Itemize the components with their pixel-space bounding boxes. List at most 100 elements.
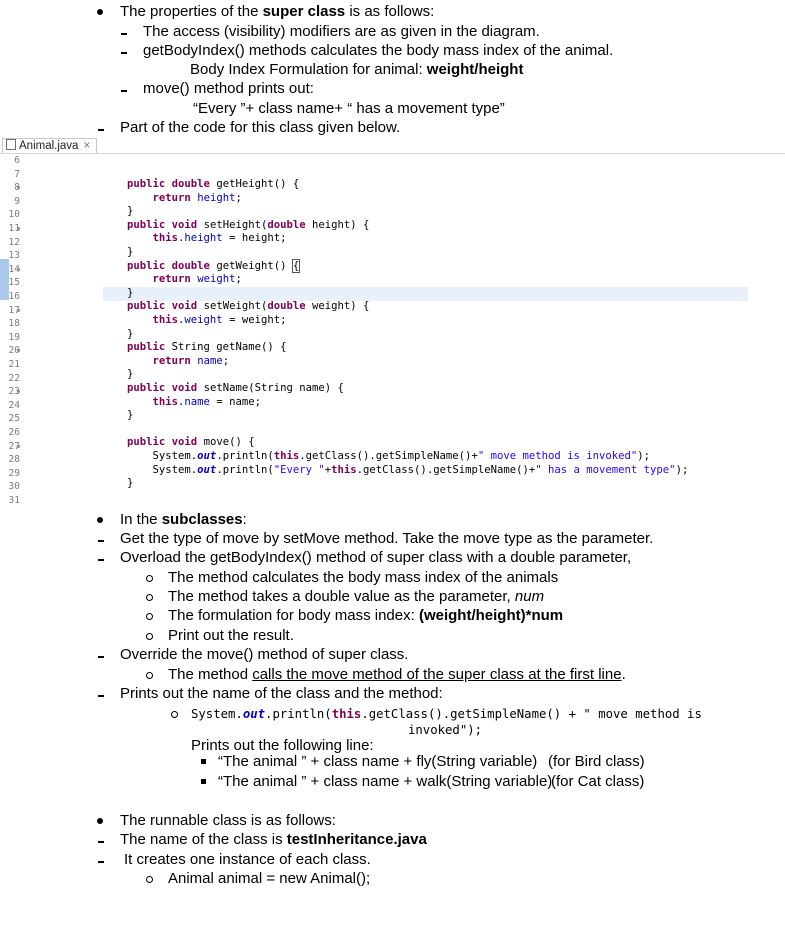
formulation-text: The formulation for body mass index: (we… [168, 607, 564, 624]
class-name-text: The name of the class is testInheritance… [120, 831, 427, 848]
dash-icon [98, 129, 104, 131]
code-line: return weight; [152, 273, 242, 286]
dash-icon [98, 559, 104, 561]
circle-bullet-icon [146, 672, 153, 679]
parameter-text: The method takes a double value as the p… [168, 588, 545, 605]
access-modifiers-text: The access (visibility) modifiers are as… [143, 23, 540, 40]
code-line: public double getHeight() { [127, 178, 300, 190]
editor-tab[interactable]: Animal.java× [2, 138, 98, 154]
getbodyindex-text: getBodyIndex() methods calculates the bo… [143, 42, 614, 59]
current-line-highlight [103, 287, 748, 301]
code-line: this.name = name; [152, 395, 261, 408]
line-number: 17 [8, 304, 20, 316]
code-intro-text: Part of the code for this class given be… [120, 119, 401, 136]
bird-line: “The animal ” + class name + fly(String … [218, 753, 538, 770]
circle-bullet-icon [171, 711, 178, 718]
line-number: 7 [14, 168, 20, 180]
line-number: 16 [8, 291, 20, 302]
code-line: } [127, 368, 134, 381]
line-number: 14 [8, 263, 20, 275]
line-number: 19 [8, 331, 20, 343]
prints-name-text: Prints out the name of the class and the… [120, 685, 443, 702]
calculates-text: The method calculates the body mass inde… [168, 569, 559, 586]
line-number: 10 [8, 209, 20, 221]
line-number: 28 [8, 454, 20, 466]
code-line: public void setWeight(double weight) { [127, 300, 370, 313]
dash-icon [98, 861, 104, 863]
line-number: 26 [8, 427, 20, 438]
bird-note: (for Bird class) [548, 753, 645, 770]
fold-marker-icon[interactable] [17, 267, 20, 271]
code-line: public String getName() { [127, 341, 287, 354]
line-number: 25 [8, 413, 20, 425]
code-line: } [127, 286, 134, 299]
code-line: System.out.println("Every "+this.getClas… [127, 463, 689, 476]
line-number: 6 [14, 155, 20, 166]
code-line: } [127, 409, 134, 422]
dash-icon [121, 90, 127, 92]
line-number: 30 [8, 481, 20, 493]
code-line: public double getWeight() { [127, 258, 301, 273]
animal-instance-text: Animal animal = new Animal(); [168, 870, 371, 887]
code-line: this.height = height; [152, 232, 287, 245]
fold-marker-icon[interactable] [17, 349, 20, 353]
bullet-icon [97, 517, 103, 523]
line-number: 11 [8, 223, 20, 234]
fold-marker-icon[interactable] [17, 308, 20, 312]
dash-icon [98, 656, 104, 658]
instances-text: It creates one instance of each class. [124, 851, 371, 868]
circle-bullet-icon [146, 876, 153, 883]
line-number: 21 [8, 359, 20, 370]
prints-following-label: Prints out the following line: [191, 737, 374, 754]
square-bullet-icon [201, 759, 206, 764]
code-line: public void setHeight(double height) { [127, 218, 370, 231]
code-line: } [127, 246, 134, 258]
line-number: 20 [8, 345, 20, 357]
line-number: 31 [8, 495, 20, 506]
move-method-text: move() method prints out: [143, 80, 314, 97]
circle-bullet-icon [146, 575, 153, 582]
line-number-gutter: 6789101112131415161718192021222324252627… [0, 154, 22, 508]
dash-icon [98, 841, 104, 843]
dash-icon [121, 52, 127, 54]
setmove-text: Get the type of move by setMove method. … [120, 530, 654, 547]
code-line: return name; [152, 354, 230, 367]
code-line: return height; [152, 191, 242, 204]
code-line: } [127, 205, 134, 218]
override-text: Override the move() method of super clas… [120, 646, 409, 663]
fold-marker-icon[interactable] [17, 227, 20, 230]
fold-marker-icon[interactable] [17, 186, 20, 190]
fold-marker-icon[interactable] [17, 444, 20, 448]
code-line: } [127, 477, 134, 490]
line-number: 24 [8, 399, 20, 411]
dash-icon [121, 33, 127, 35]
code-line: this.weight = weight; [152, 314, 287, 326]
cat-note: (for Cat class) [551, 773, 645, 790]
code-line: System.out.println(this.getClass().getSi… [127, 450, 651, 462]
line-number: 15 [8, 277, 20, 289]
overload-text: Overload the getBodyIndex() method of su… [120, 549, 632, 566]
subclasses-heading: In the subclasses: [120, 511, 247, 528]
code-editor: Animal.java× 678910111213141516171819202… [0, 138, 785, 508]
code-line: public void setName(String name) { [127, 382, 344, 394]
selection-marker [0, 259, 9, 300]
fold-marker-icon[interactable] [17, 390, 20, 394]
runnable-heading: The runnable class is as follows: [120, 812, 336, 829]
move-quote: “Every ”+ class name+ “ has a movement t… [193, 100, 505, 117]
java-file-icon [6, 139, 16, 150]
circle-bullet-icon [146, 633, 153, 640]
close-icon[interactable]: × [83, 140, 91, 152]
println-code: System.out.println(this.getClass().getSi… [191, 707, 702, 721]
calls-super-text: The method calls the move method of the … [168, 666, 626, 683]
dash-icon [98, 540, 104, 542]
circle-bullet-icon [146, 613, 153, 620]
line-number: 18 [8, 318, 20, 330]
bullet-icon [97, 818, 103, 824]
dash-icon [98, 695, 104, 697]
line-number: 9 [14, 195, 20, 207]
line-number: 23 [8, 386, 20, 398]
line-number: 27 [8, 440, 20, 452]
line-number: 13 [8, 250, 20, 262]
body-index-formula: Body Index Formulation for animal: weigh… [190, 61, 524, 78]
circle-bullet-icon [146, 594, 153, 601]
